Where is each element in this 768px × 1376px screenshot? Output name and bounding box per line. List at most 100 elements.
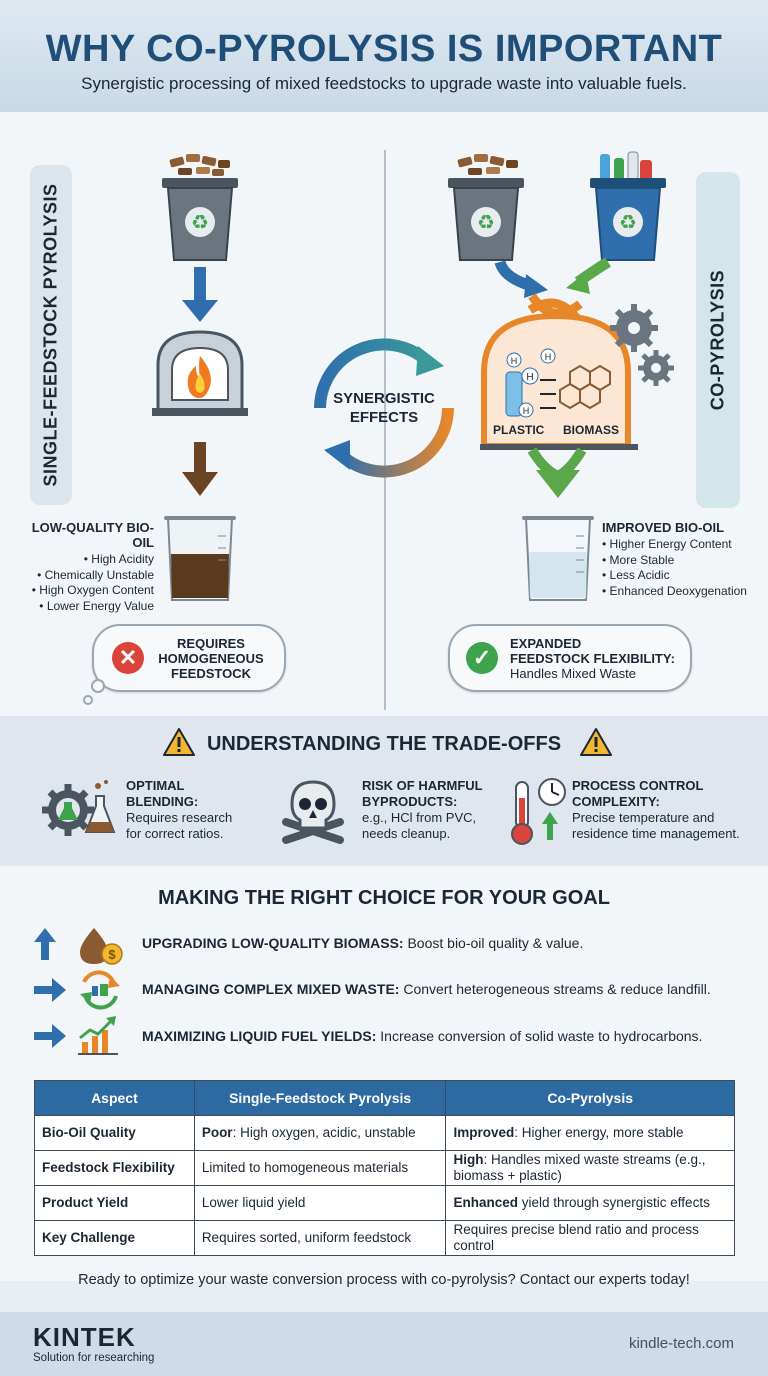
tradeoff-heading: PROCESS CONTROL xyxy=(572,778,704,793)
wood-chips-icon xyxy=(169,154,230,176)
svg-text:$: $ xyxy=(108,947,116,962)
table-header-cell: Co-Pyrolysis xyxy=(445,1080,735,1116)
table-cell-co: Enhanced yield through synergistic effec… xyxy=(445,1185,735,1221)
synergistic-cycle-icon xyxy=(314,338,454,478)
logo-tagline: Solution for researching xyxy=(33,1352,155,1364)
synergistic-effects-label: SYNERGISTIC EFFECTS xyxy=(318,389,450,427)
co-pyrolysis-label: CO-PYROLYSIS xyxy=(707,269,728,411)
cell-bold: High xyxy=(453,1152,484,1167)
tradeoff-item: PROCESS CONTROL COMPLEXITY: Precise temp… xyxy=(572,778,762,842)
improved-item: More Stable xyxy=(602,553,762,569)
goal-item: MANAGING COMPLEX MIXED WASTE: Convert he… xyxy=(142,981,711,997)
improved-bio-oil-title: IMPROVED BIO-OIL xyxy=(602,520,725,535)
table-cell-aspect: Bio-Oil Quality xyxy=(34,1115,195,1151)
biomass-bin-icon: ♻ xyxy=(448,178,524,261)
goal-bold: MAXIMIZING LIQUID FUEL YIELDS: xyxy=(142,1028,377,1044)
check-icon: ✓ xyxy=(466,642,498,674)
reactor-plastic-label: PLASTIC xyxy=(493,423,545,437)
low-quality-item: Chemically Unstable xyxy=(14,568,154,584)
reactor-icon: H H H H xyxy=(480,312,638,450)
cell-text: Requires precise blend ratio and process… xyxy=(453,1222,699,1253)
low-quality-bio-oil-title: LOW-QUALITY BIO-OIL xyxy=(31,520,154,550)
gears-icon xyxy=(610,304,674,386)
tradeoff-desc: for correct ratios. xyxy=(126,826,224,841)
goal-fuel-yield-icons xyxy=(34,1016,118,1055)
comparison-table: Aspect Single-Feedstock Pyrolysis Co-Pyr… xyxy=(34,1080,735,1256)
tradeoff-heading: BLENDING: xyxy=(126,794,199,809)
improved-bio-oil-block: IMPROVED BIO-OIL Higher Energy Content M… xyxy=(602,520,762,599)
table-row: Product Yield Lower liquid yield Enhance… xyxy=(34,1185,735,1221)
table-header-cell: Single-Feedstock Pyrolysis xyxy=(193,1080,447,1116)
tradeoff-heading: BYPRODUCTS: xyxy=(362,794,458,809)
right-arrow-icon xyxy=(34,978,66,1002)
expanded-feedstock-flexibility-bubble: ✓ EXPANDED FEEDSTOCK FLEXIBILITY: Handle… xyxy=(448,624,692,692)
bubble-left-line: FEEDSTOCK xyxy=(171,666,251,681)
bubble-left-line: HOMOGENEOUS xyxy=(158,651,264,666)
table-cell-co: Requires precise blend ratio and process… xyxy=(445,1220,735,1256)
waste-bin-icon: ♻ xyxy=(162,178,238,261)
skull-icon xyxy=(282,780,344,844)
improved-bio-oil-beaker-icon xyxy=(522,516,594,601)
bubble-right-line: Handles Mixed Waste xyxy=(510,666,636,681)
page-title: WHY CO-PYROLYSIS IS IMPORTANT xyxy=(45,28,723,70)
goal-bold: MANAGING COMPLEX MIXED WASTE: xyxy=(142,981,400,997)
cell-text: : High oxygen, acidic, unstable xyxy=(232,1125,416,1140)
call-to-action-text: Ready to optimize your waste conversion … xyxy=(78,1272,690,1288)
tradeoff-desc: Requires research xyxy=(126,810,233,825)
bubble-right-line: EXPANDED xyxy=(510,636,582,651)
cell-text: Limited to homogeneous materials xyxy=(201,1160,409,1175)
single-feedstock-label: SINGLE-FEEDSTOCK PYROLYSIS xyxy=(40,183,61,487)
thermometer-clock-icon xyxy=(511,778,566,845)
tradeoff-desc: Precise temperature and xyxy=(572,810,715,825)
synergistic-line: SYNERGISTIC xyxy=(333,390,435,407)
cell-bold: Poor xyxy=(201,1125,233,1140)
bubble-left-line: REQUIRES xyxy=(177,636,245,651)
svg-text:♻: ♻ xyxy=(619,210,637,234)
goal-item: MAXIMIZING LIQUID FUEL YIELDS: Increase … xyxy=(142,1028,702,1044)
cell-text: yield through synergistic effects xyxy=(517,1195,710,1210)
table-cell-aspect: Key Challenge xyxy=(34,1220,195,1256)
low-quality-bio-oil-beaker-icon xyxy=(164,516,236,601)
low-quality-item: Lower Energy Value xyxy=(14,599,154,615)
up-arrow-icon xyxy=(34,928,56,960)
website-link[interactable]: kindle-tech.com xyxy=(628,1335,734,1352)
table-header-row: Aspect Single-Feedstock Pyrolysis Co-Pyr… xyxy=(34,1080,735,1116)
tradeoff-item: OPTIMAL BLENDING: Requires research for … xyxy=(126,778,256,842)
tradeoff-heading: RISK OF HARMFUL xyxy=(362,778,483,793)
thought-dots-icon xyxy=(83,679,105,705)
footer xyxy=(0,1312,768,1376)
low-quality-item: High Oxygen Content xyxy=(14,583,154,599)
table-cell-aspect: Feedstock Flexibility xyxy=(34,1150,195,1186)
gear-flask-icon xyxy=(42,780,116,836)
tradeoff-heading: OPTIMAL xyxy=(126,778,185,793)
right-arrow-icon xyxy=(34,1024,66,1048)
goal-desc: Boost bio-oil quality & value. xyxy=(403,935,584,951)
improved-item: Higher Energy Content xyxy=(602,537,762,553)
page-subtitle: Synergistic processing of mixed feedstoc… xyxy=(81,74,687,93)
tradeoffs-section xyxy=(0,716,768,866)
wood-chips-icon xyxy=(457,154,518,175)
tradeoff-desc: residence time management. xyxy=(572,826,740,841)
co-pyrolysis-label-box: CO-PYROLYSIS xyxy=(696,172,740,508)
tradeoff-desc: e.g., HCl from PVC, xyxy=(362,810,477,825)
down-arrow-green-icon xyxy=(527,447,587,498)
single-feedstock-label-box: SINGLE-FEEDSTOCK PYROLYSIS xyxy=(30,165,72,505)
warning-icon xyxy=(580,728,612,756)
low-quality-item: High Acidity xyxy=(14,552,154,568)
improved-item: Less Acidic xyxy=(602,568,762,584)
table-cell-aspect: Product Yield xyxy=(34,1185,195,1221)
section-divider xyxy=(384,150,386,710)
furnace-icon xyxy=(152,330,248,416)
table-row: Feedstock Flexibility Limited to homogen… xyxy=(34,1150,735,1186)
goal-desc: Increase conversion of solid waste to hy… xyxy=(376,1028,703,1044)
cell-text: Lower liquid yield xyxy=(201,1195,306,1210)
co-pyrolysis-flow-graphic: ♻ ♻ H H H H xyxy=(448,151,674,498)
reactor-biomass-label: BIOMASS xyxy=(563,423,620,437)
table-row: Bio-Oil Quality Poor: High oxygen, acidi… xyxy=(34,1115,735,1151)
improved-item: Enhanced Deoxygenation xyxy=(602,584,762,600)
plastic-bin-icon: ♻ xyxy=(590,178,666,261)
svg-text:H: H xyxy=(523,406,530,416)
cell-text: Requires sorted, uniform feedstock xyxy=(201,1230,412,1245)
kintek-logo: KINTEK xyxy=(33,1322,136,1352)
cell-bold: Improved xyxy=(453,1125,515,1140)
